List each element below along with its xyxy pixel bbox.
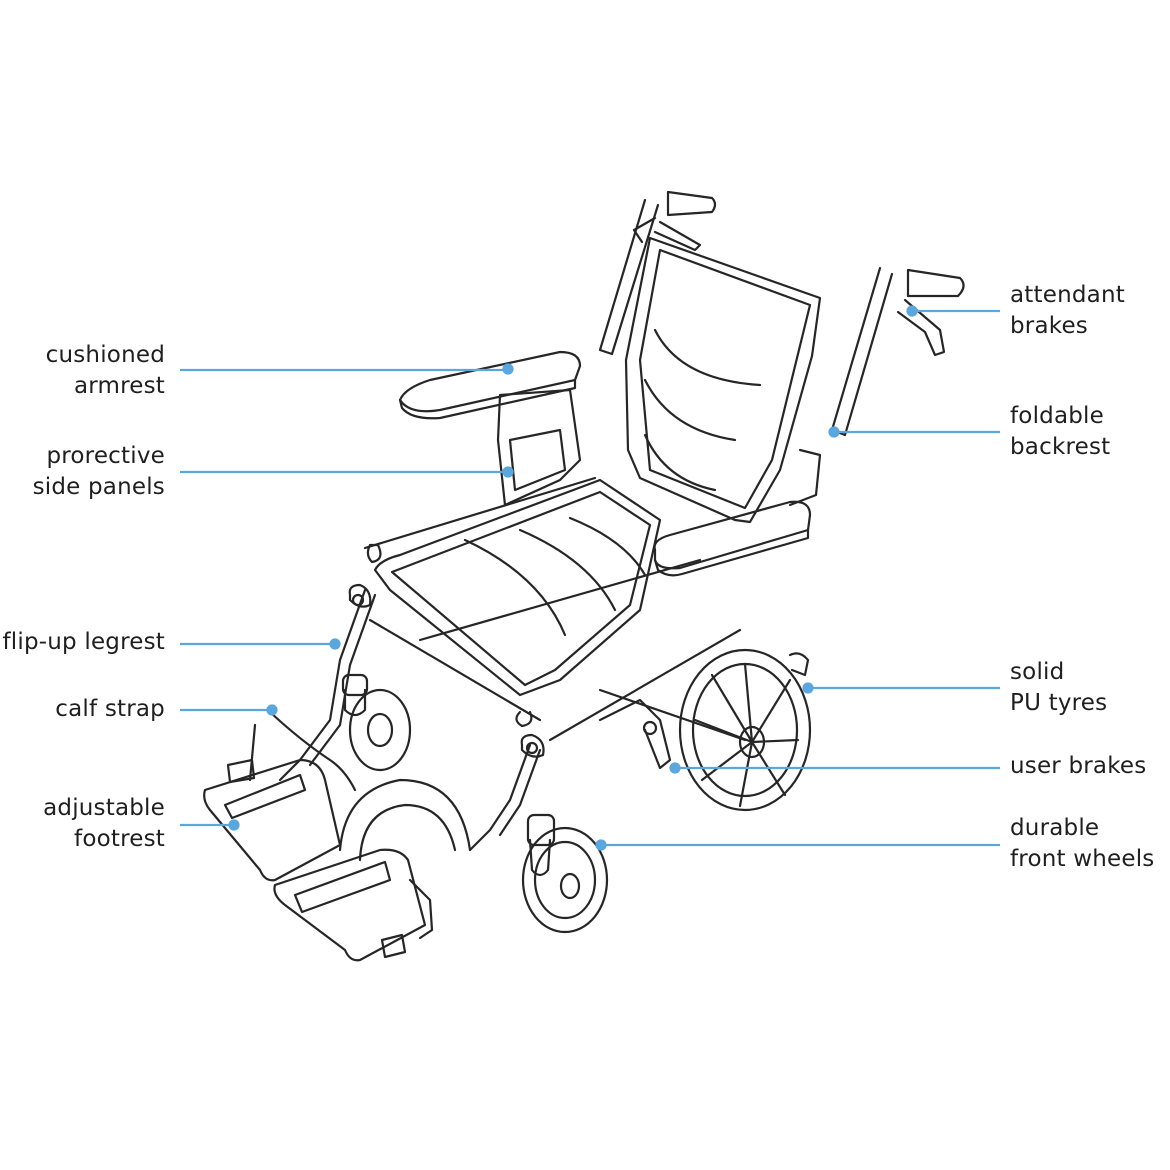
- label-line: solid: [1010, 659, 1065, 685]
- seat-rib: [518, 528, 617, 612]
- label-solid-pu-tyres: solid PU tyres: [1010, 657, 1107, 719]
- label-line: footrest: [74, 826, 165, 852]
- rear-axle-tube: [788, 652, 810, 677]
- backrest-rib: [643, 378, 737, 442]
- label-line: side panels: [32, 474, 165, 500]
- label-line: calf strap: [55, 696, 165, 722]
- label-line: durable: [1010, 815, 1100, 841]
- label-line: foldable: [1010, 403, 1104, 429]
- legrest-right: [468, 743, 532, 852]
- footrest-right-bumper: [380, 933, 407, 959]
- leader-dot-user-brakes: [669, 762, 681, 774]
- label-line: backrest: [1010, 434, 1111, 460]
- label-line: cushioned: [45, 342, 165, 368]
- footrest-left: [203, 758, 342, 882]
- label-line: attendant: [1010, 282, 1125, 308]
- calf-strap-left: [268, 710, 357, 792]
- leader-dot-footrest: [228, 819, 240, 831]
- legrest-right-hinge: [520, 733, 545, 758]
- brake-lever-left: [653, 220, 702, 252]
- leader-dot-front-wheels: [595, 839, 607, 851]
- legrest-right-bolt: [525, 741, 539, 755]
- legrest-left-bolt: [351, 593, 365, 607]
- handle-grip-right: [906, 268, 965, 298]
- label-line: user brakes: [1010, 753, 1147, 779]
- legrest-right-2: [498, 748, 542, 837]
- frame-tube: [548, 628, 742, 742]
- footrest-left-grip: [223, 773, 307, 820]
- armrest-right: [653, 500, 812, 570]
- frame-tube: [418, 558, 702, 642]
- user-brake-pivot: [642, 720, 658, 736]
- calf-strap-right-inner: [358, 803, 457, 862]
- footrest-left-bumper: [226, 758, 256, 784]
- label-foldable-backrest: foldable backrest: [1010, 401, 1110, 463]
- user-brake-lever: [598, 698, 672, 770]
- front-wheel-right-fork: [528, 838, 552, 877]
- label-calf-strap: calf strap: [55, 694, 165, 725]
- leader-dot-calf-strap: [266, 704, 278, 716]
- attendant-brake-lever: [896, 298, 946, 357]
- label-line: adjustable: [43, 795, 165, 821]
- rear-wheel-outer: [678, 648, 812, 812]
- label-line: prorective: [46, 443, 165, 469]
- back-post-right: [830, 266, 894, 437]
- label-durable-front-wheels: durable front wheels: [1010, 813, 1155, 875]
- calf-strap-left-2: [248, 723, 257, 782]
- calf-strap-right: [338, 778, 472, 852]
- front-wheel-right: [521, 826, 609, 934]
- backrest-lower-right: [788, 448, 822, 507]
- leader-dot-backrest: [828, 426, 840, 438]
- frame-tube: [598, 688, 747, 742]
- side-panel-left: [496, 388, 582, 507]
- seat-cushion: [373, 478, 662, 697]
- front-wheel-right-hub: [559, 872, 581, 900]
- label-line: armrest: [73, 373, 165, 399]
- backrest-rib: [653, 328, 762, 387]
- footrest-right-bracket: [408, 878, 434, 940]
- backrest-rib: [643, 433, 717, 492]
- label-line: PU tyres: [1010, 690, 1108, 716]
- frame-tube: [368, 618, 542, 722]
- label-side-panels: prorective side panels: [33, 441, 165, 503]
- caster-left-fork: [343, 688, 367, 717]
- seat-front-rail: [363, 476, 597, 550]
- leader-dot-side-panels: [502, 466, 514, 478]
- back-post-left: [598, 198, 660, 356]
- seat-front-tube: [366, 543, 382, 564]
- label-flip-up-legrest: flip-up legrest: [2, 627, 165, 658]
- backrest-inner: [638, 248, 812, 510]
- leader-dot-legrest: [329, 638, 341, 650]
- caster-left-rear-hub: [366, 712, 394, 748]
- back-post-left-inner: [632, 216, 657, 244]
- handle-grip-left: [666, 190, 717, 217]
- wheelchair-drawing: [203, 190, 965, 962]
- armrest-left-side: [398, 378, 577, 420]
- leader-dot-attendant-brakes: [906, 305, 918, 317]
- armrest-left: [398, 350, 582, 413]
- backrest-panel: [624, 236, 822, 524]
- footrest-right: [273, 848, 427, 962]
- label-line: brakes: [1010, 313, 1088, 339]
- leader-dot-tyres: [802, 682, 814, 694]
- legrest-left: [278, 588, 367, 782]
- seat-cushion-inner: [390, 490, 652, 687]
- leader-dot-armrest: [502, 363, 514, 375]
- caster-left-stem: [341, 673, 369, 697]
- seat-rib: [463, 538, 567, 637]
- footrest-right-grip: [293, 860, 392, 914]
- label-line: flip-up legrest: [2, 629, 165, 655]
- front-wheel-right-inner: [533, 840, 597, 920]
- caster-left-rear: [348, 688, 412, 772]
- armrest-right-side: [653, 528, 810, 577]
- label-line: front wheels: [1010, 846, 1155, 872]
- front-wheel-right-stem: [526, 813, 556, 847]
- label-user-brakes: user brakes: [1010, 751, 1146, 782]
- label-attendant-brakes: attendant brakes: [1010, 280, 1125, 342]
- seat-rib: [568, 516, 647, 577]
- label-adjustable-footrest: adjustable footrest: [43, 793, 165, 855]
- label-cushioned-armrest: cushioned armrest: [46, 340, 165, 402]
- seat-bottom-tube: [515, 710, 533, 728]
